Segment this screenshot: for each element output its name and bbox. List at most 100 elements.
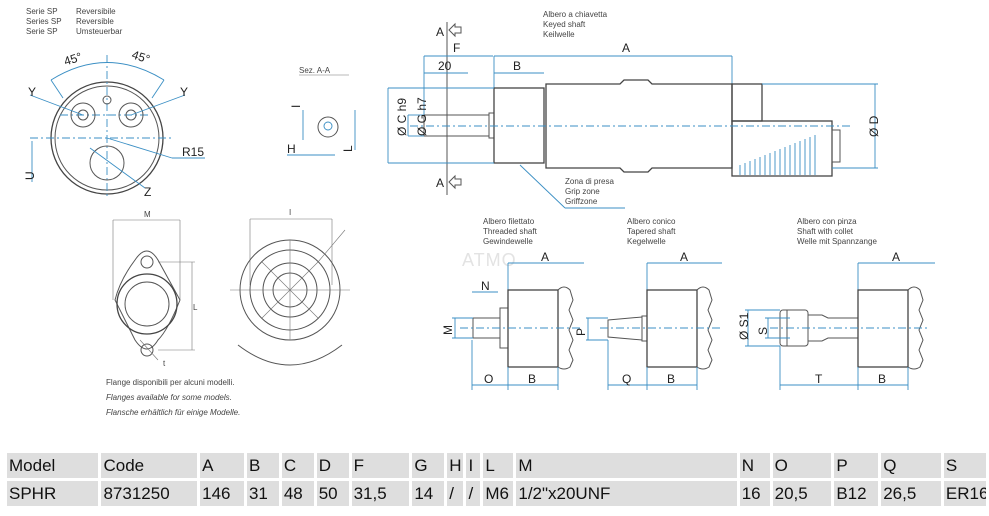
section-a-a: Sez. A-A I H L	[287, 66, 356, 156]
header-a: A	[200, 453, 244, 478]
grip-caption-de: Griffzone	[565, 197, 598, 206]
cell-s: ER16	[943, 481, 986, 506]
diamond-flange-outline	[114, 250, 181, 350]
cell-q: 26,5	[881, 481, 941, 506]
label-z: Z	[144, 185, 151, 199]
header-p: P	[834, 453, 879, 478]
cell-f: 31,5	[351, 481, 410, 506]
series-notes: Serie SP Reversibile Series SP Reversibl…	[26, 7, 123, 36]
knurl-pattern	[739, 135, 816, 175]
header-f: F	[351, 453, 410, 478]
cell-p: B12	[834, 481, 879, 506]
section-title: Sez. A-A	[299, 66, 331, 75]
threaded-caption-en: Threaded shaft	[483, 227, 538, 236]
cell-model: SPHR	[7, 481, 99, 506]
cell-o: 20,5	[772, 481, 832, 506]
flange-caption-en: Flanges available for some models.	[106, 393, 232, 402]
cell-h: /	[447, 481, 464, 506]
grip-zone-body	[493, 87, 545, 164]
flange-captions: Flange disponibili per alcuni modelli. F…	[106, 378, 240, 417]
note-series-it: Serie SP	[26, 7, 58, 16]
flange-caption-de: Flansche erhältlich für einige Modelle.	[106, 408, 240, 417]
threaded-caption-it: Albero filettato	[483, 217, 535, 226]
dim-b: B	[513, 59, 521, 73]
collet-dim-t: T	[815, 372, 823, 386]
note-type-de: Umsteuerbar	[76, 27, 123, 36]
header-d: D	[316, 453, 349, 478]
cell-c: 48	[281, 481, 314, 506]
header-code: Code	[101, 453, 198, 478]
header-q: Q	[881, 453, 941, 478]
header-model: Model	[7, 453, 99, 478]
header-b: B	[246, 453, 279, 478]
collet-dim-b: B	[878, 372, 886, 386]
spec-table-header-row: Model Code A B C D F G H I L M N O P Q S	[7, 453, 986, 478]
collet-caption-it: Albero con pinza	[797, 217, 857, 226]
collet-dim-s: S	[756, 327, 770, 335]
hex-nut	[731, 83, 763, 122]
header-i: I	[466, 453, 481, 478]
section-arrow-bottom-icon	[448, 174, 462, 190]
header-s: S	[943, 453, 986, 478]
cell-a: 146	[200, 481, 244, 506]
valve-block	[731, 120, 833, 177]
shaft-section-circle	[317, 116, 339, 138]
port-left	[70, 102, 96, 128]
spec-table: Model Code A B C D F G H I L M N O P Q S…	[4, 450, 989, 509]
threaded-body	[507, 289, 559, 368]
threaded-dim-b: B	[528, 372, 536, 386]
keyed-caption-de: Keilwelle	[543, 30, 575, 39]
cell-d: 50	[316, 481, 349, 506]
header-l: L	[483, 453, 514, 478]
label-r15: R15	[182, 145, 204, 159]
dim-g: Ø G h7	[415, 97, 429, 136]
collet-shaft-view: Albero con pinza Shaft with collet Welle…	[737, 217, 935, 390]
header-g: G	[412, 453, 445, 478]
angle-right-label: 45°	[130, 47, 152, 66]
section-mark-top: A	[436, 25, 444, 39]
tapered-shaft-view: Albero conico Tapered shaft Kegelwelle A…	[574, 217, 722, 390]
flange-label-m: M	[144, 210, 151, 219]
tapered-dim-p: P	[574, 328, 588, 336]
cell-n: 16	[739, 481, 770, 506]
flange-round: I	[230, 208, 350, 366]
collet-caption-de: Welle mit Spannzange	[797, 237, 877, 246]
note-type-en: Reversible	[76, 17, 114, 26]
cell-g: 14	[412, 481, 445, 506]
collet-caption-en: Shaft with collet	[797, 227, 854, 236]
tapered-dim-q: Q	[622, 372, 631, 386]
label-u: U	[23, 171, 37, 180]
header-o: O	[772, 453, 832, 478]
threaded-dim-o: O	[484, 372, 493, 386]
label-l: L	[341, 145, 355, 152]
flange-label-i: I	[289, 208, 291, 217]
note-series-de: Serie SP	[26, 27, 58, 36]
note-type-it: Reversibile	[76, 7, 116, 16]
cell-b: 31	[246, 481, 279, 506]
tapered-caption-en: Tapered shaft	[627, 227, 676, 236]
shaft-key	[423, 114, 490, 137]
threaded-dim-a: A	[541, 250, 549, 264]
dim-d: Ø D	[867, 115, 881, 137]
grip-caption-en: Grip zone	[565, 187, 600, 196]
angle-left-label: 45°	[62, 50, 84, 69]
tapered-caption-it: Albero conico	[627, 217, 676, 226]
cell-l: M6	[483, 481, 514, 506]
threaded-caption-de: Gewindewelle	[483, 237, 533, 246]
flange-label-t: t	[163, 359, 166, 368]
cell-m: 1/2"x20UNF	[516, 481, 737, 506]
tapered-dim-b: B	[667, 372, 675, 386]
technical-drawing: Serie SP Reversibile Series SP Reversibl…	[23, 7, 935, 417]
shaft-hole	[89, 145, 125, 181]
note-series-en: Series SP	[26, 17, 62, 26]
collet-body	[857, 289, 909, 368]
section-arrow-top-icon	[448, 22, 462, 38]
dim-c: Ø C h9	[395, 98, 409, 136]
collet-dim-s1: Ø S1	[737, 312, 751, 340]
dim-a: A	[622, 41, 630, 55]
collet-dim-a: A	[892, 250, 900, 264]
keyed-caption-it: Albero a chiavetta	[543, 10, 608, 19]
tapered-dim-a: A	[680, 250, 688, 264]
tapered-body	[646, 289, 698, 368]
watermark: ATMO	[462, 250, 517, 270]
